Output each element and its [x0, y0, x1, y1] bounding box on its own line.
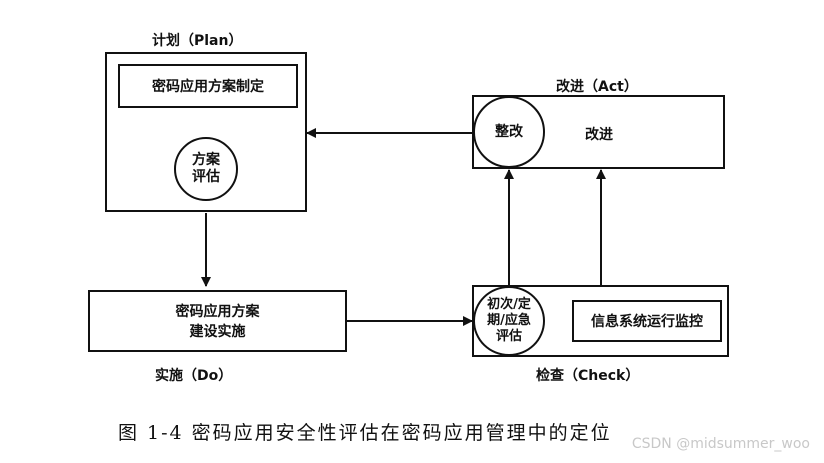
do-line2: 建设实施 — [189, 324, 246, 340]
do-box: 密码应用方案 建设实施 — [88, 290, 347, 352]
plan-label: 计划（Plan） — [152, 33, 243, 49]
do-label: 实施（Do） — [155, 368, 233, 384]
watermark: CSDN @midsummer_woo — [631, 436, 810, 452]
check-inner-box: 信息系统运行监控 — [572, 300, 722, 342]
check-circle-line1: 初次/定 — [487, 297, 531, 312]
plan-circle: 方案 评估 — [174, 137, 238, 201]
plan-inner-box: 密码应用方案制定 — [118, 64, 298, 108]
check-circle-line3: 评估 — [495, 329, 522, 344]
do-line1: 密码应用方案 — [175, 304, 260, 320]
check-circle-line2: 期/应急 — [487, 313, 531, 328]
act-circle-text: 整改 — [495, 123, 523, 140]
act-circle: 整改 — [473, 96, 545, 168]
check-label: 检查（Check） — [536, 368, 640, 384]
plan-circle-line2: 评估 — [192, 169, 220, 185]
plan-circle-line1: 方案 — [192, 152, 220, 168]
figure-caption: 图 1-4 密码应用安全性评估在密码应用管理中的定位 — [118, 422, 612, 444]
act-label: 改进（Act） — [556, 79, 638, 95]
check-circle: 初次/定 期/应急 评估 — [473, 286, 545, 356]
check-inner-box-text: 信息系统运行监控 — [591, 314, 703, 330]
act-text: 改进 — [585, 127, 613, 143]
plan-inner-box-text: 密码应用方案制定 — [152, 79, 264, 95]
